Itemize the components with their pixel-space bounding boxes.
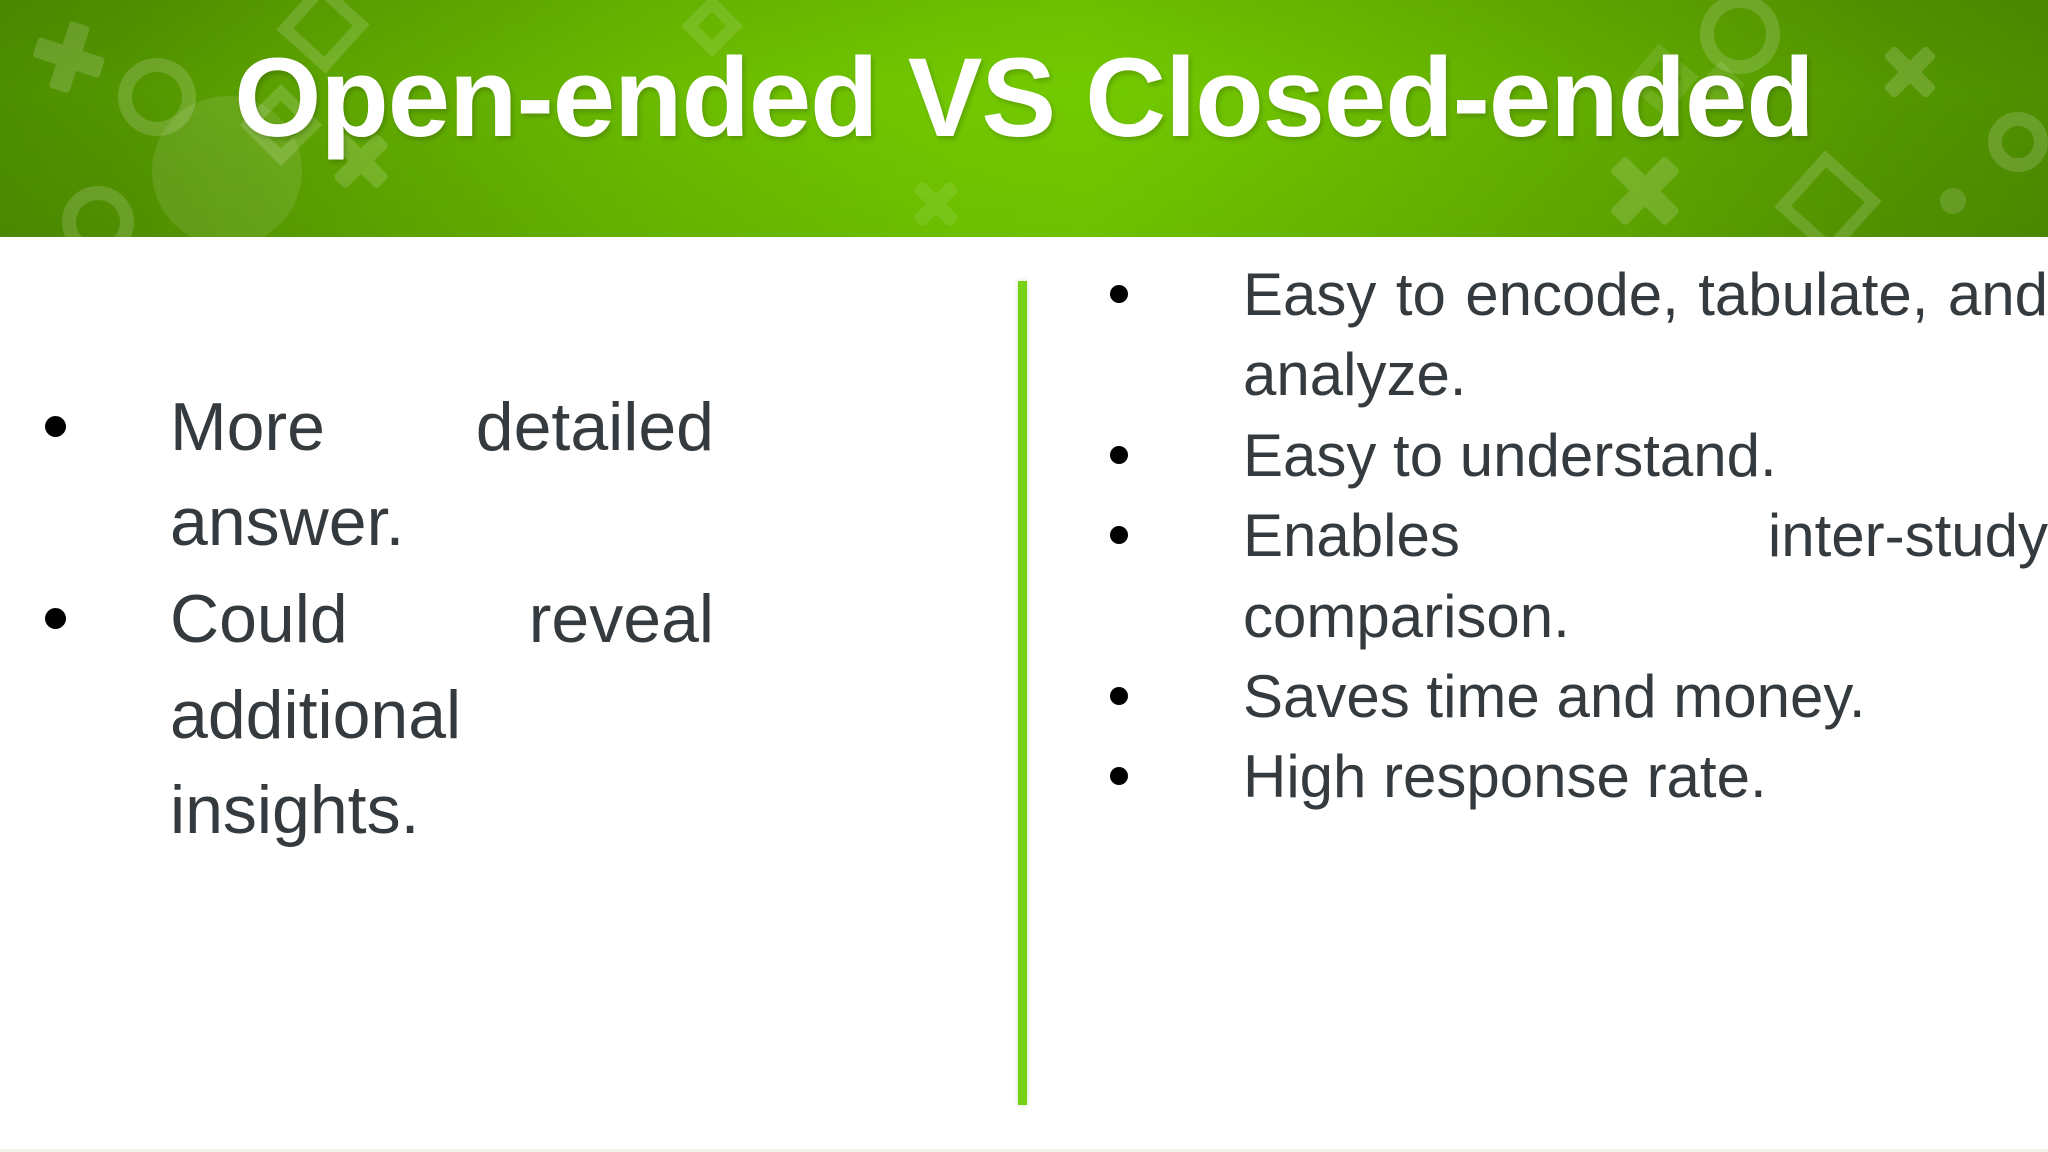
list-item-label: Enables inter-study comparison. [1243,502,2048,650]
bullet-dot-icon [1110,445,1128,464]
list-item: Saves time and money. [1060,657,2048,737]
x-shape-icon [899,167,973,237]
open-ended-bullet-list: More detailed answer. Could reveal addit… [0,380,990,858]
bullet-dot-icon [45,416,66,437]
bullet-dot-icon [1110,526,1128,545]
page-title: Open-ended VS Closed-ended [234,35,1815,160]
bullet-dot-icon [1110,767,1128,786]
bottom-hairline [0,1149,2048,1152]
list-item-label: Could reveal additional insights. [170,581,714,848]
dot-shape-icon [1940,188,1966,214]
bullet-dot-icon [45,608,66,630]
bullet-dot-icon [1110,686,1128,705]
list-item-label: High response rate. [1243,743,1767,811]
slide-header-band: Open-ended VS Closed-ended [0,0,2048,237]
list-item: High response rate. [1060,737,2048,817]
closed-ended-column: Easy to encode, tabulate, and analyze. E… [1060,255,2048,818]
bullet-dot-icon [1110,285,1128,303]
list-item-label: Saves time and money. [1243,662,1866,730]
list-item: Enables inter-study comparison. [1060,496,2048,657]
list-item: More detailed answer. [0,380,990,570]
list-item-label: Easy to encode, tabulate, and analyze. [1243,261,2048,409]
list-item: Could reveal additional insights. [0,572,990,858]
list-item-label: Easy to understand. [1243,421,1777,489]
column-divider [1018,281,1027,1105]
list-item: Easy to encode, tabulate, and analyze. [1060,255,2048,416]
circle-shape-icon [62,186,134,237]
closed-ended-bullet-list: Easy to encode, tabulate, and analyze. E… [1060,255,2048,818]
list-item: Easy to understand. [1060,416,2048,496]
list-item-label: More detailed answer. [170,389,714,561]
open-ended-column: More detailed answer. Could reveal addit… [0,380,990,860]
